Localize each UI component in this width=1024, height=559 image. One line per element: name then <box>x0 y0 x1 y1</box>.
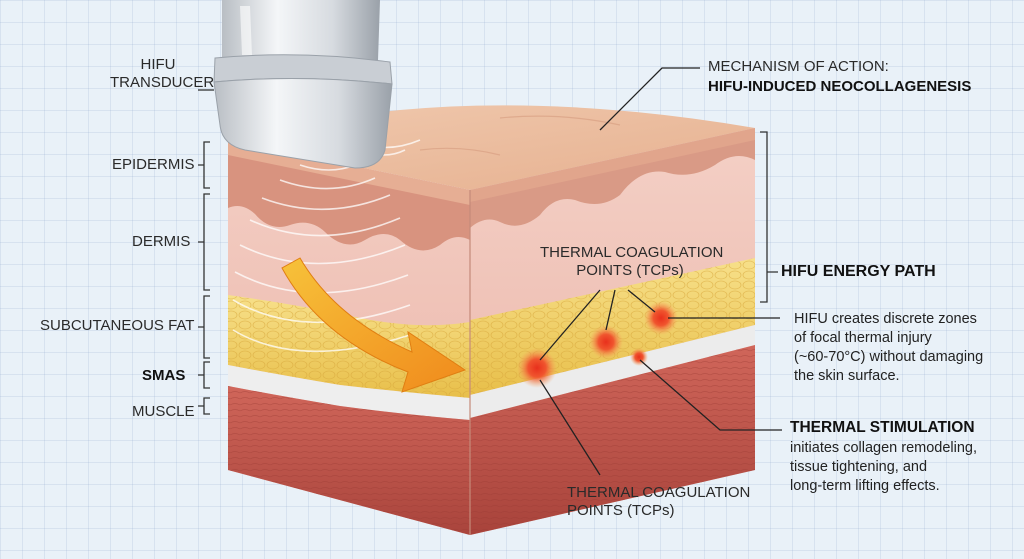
hifu-desc-line: HIFU creates discrete zones <box>794 311 977 327</box>
tcp-point-2 <box>589 325 623 359</box>
thermal-stimulation: THERMAL STIMULATION initiates collagen r… <box>790 418 977 496</box>
thermal-stim-title: THERMAL STIMULATION <box>790 419 975 436</box>
transducer-label-line2: TRANSDUCER <box>110 74 215 91</box>
mechanism-line2: HIFU-INDUCED NEOCOLLAGENESIS <box>708 78 972 95</box>
hifu-transducer <box>213 0 393 169</box>
tcp-lower-line1: THERMAL COAGULATION <box>567 484 751 501</box>
thermal-coagulation-points <box>517 301 678 388</box>
hifu-description: HIFU creates discrete zones of focal the… <box>794 310 983 386</box>
transducer-label-line1: HIFU <box>140 56 176 73</box>
hifu-desc-line: of focal thermal injury <box>794 330 932 346</box>
muscle-label: MUSCLE <box>132 403 195 420</box>
thermal-stim-line: long-term lifting effects. <box>790 478 940 494</box>
leader-lines <box>539 67 782 476</box>
tcp-point-1 <box>517 348 557 388</box>
smas-label: SMAS <box>142 367 186 384</box>
dermis-label: DERMIS <box>132 233 191 250</box>
hifu-desc-line: (~60-70°C) without damaging <box>794 349 984 365</box>
hifu-desc-line: the skin surface. <box>794 368 900 384</box>
thermal-stim-line: tissue tightening, and <box>790 459 928 475</box>
left-brackets <box>198 89 214 415</box>
energy-arrow <box>281 257 467 393</box>
tcp-lower-label: THERMAL COAGULATION POINTS (TCPs) <box>567 484 750 520</box>
transducer-label: HIFU TRANSDUCER <box>110 56 215 92</box>
energy-path-bracket <box>760 131 778 303</box>
tcp-point-4 <box>630 348 648 366</box>
tcp-lower-line2: POINTS (TCPs) <box>567 502 675 519</box>
tcp-upper-label: THERMAL COAGULATION POINTS (TCPs) <box>540 244 724 280</box>
subcutaneous-fat-label: SUBCUTANEOUS FAT <box>40 317 195 334</box>
mechanism-title: MECHANISM OF ACTION: HIFU-INDUCED NEOCOL… <box>708 58 971 96</box>
epidermis-label: EPIDERMIS <box>112 156 195 173</box>
thermal-stim-line: initiates collagen remodeling, <box>790 440 977 456</box>
tcp-upper-line2: POINTS (TCPs) <box>576 262 684 279</box>
mechanism-line1: MECHANISM OF ACTION: <box>708 58 889 75</box>
energy-path-label: HIFU ENERGY PATH <box>781 263 936 280</box>
tcp-upper-line1: THERMAL COAGULATION <box>540 244 724 261</box>
